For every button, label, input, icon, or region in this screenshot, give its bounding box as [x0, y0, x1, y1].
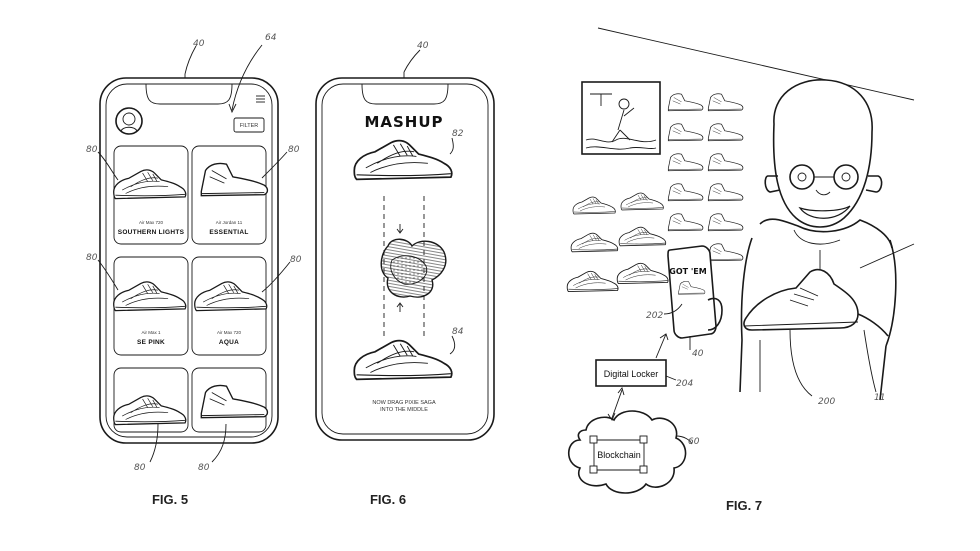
filter-leader-line	[231, 44, 263, 111]
card-leader-6	[211, 423, 227, 463]
phone-screen-text: GOT 'EM	[669, 267, 707, 276]
fig6-label: FIG. 6	[370, 492, 406, 507]
avatar[interactable]	[115, 107, 143, 135]
locker-blockchain-arrow	[607, 387, 625, 421]
card-2-model: Air Jordan 11	[216, 220, 243, 225]
card-ref-4: 80	[290, 255, 302, 265]
wall-line-right	[859, 243, 915, 269]
card-3-name: SE PINK	[137, 339, 165, 346]
product-card-1[interactable]: Air Max 720 SOUTHERN LIGHTS	[113, 145, 189, 245]
held-shoe-leader	[789, 329, 813, 397]
card-ref-1: 80	[86, 145, 98, 155]
held-shoe-ref: 200	[818, 397, 835, 407]
shoe-top-leader	[449, 137, 454, 155]
smartphone-fig7[interactable]: GOT 'EM	[667, 245, 717, 339]
fig5-label: FIG. 5	[152, 492, 188, 507]
hand-holding-phone	[707, 297, 723, 331]
mashup-caption-line1: NOW DRAG PIXIE SAGA	[372, 400, 436, 406]
digital-locker-label: Digital Locker	[604, 369, 659, 379]
filter-leader-arrow	[228, 103, 237, 114]
card-1-model: Air Max 720	[139, 220, 164, 225]
sneaker-wall	[566, 93, 744, 293]
mashup-title: MASHUP	[364, 113, 443, 131]
filter-button[interactable]: FILTER	[233, 117, 265, 133]
card-1-name: SOUTHERN LIGHTS	[118, 229, 185, 236]
phone-to-locker-arrow	[655, 333, 667, 359]
fig5-device-ref: 40	[193, 39, 205, 49]
card-leader-5	[149, 423, 159, 463]
card-4-name: AQUA	[219, 339, 239, 346]
card-leader-1	[97, 151, 119, 181]
card-leader-3	[97, 259, 119, 291]
fig5-phone	[99, 45, 279, 444]
shoe-bottom-ref: 84	[452, 327, 464, 337]
card-4-model: Air Max 720	[217, 330, 242, 335]
filter-ref: 64	[265, 33, 277, 43]
phone-to-locker-arrowhead	[659, 333, 669, 341]
product-card-6[interactable]	[191, 367, 269, 433]
filter-button-label: FILTER	[240, 123, 259, 129]
product-card-2[interactable]: Air Jordan 11 ESSENTIAL	[191, 145, 269, 245]
arrow-up-icon	[396, 302, 404, 312]
mashup-caption-line2: INTO THE MIDDLE	[380, 407, 428, 413]
mashup-blend-shape[interactable]	[380, 238, 447, 298]
blockchain-label: Blockchain	[597, 450, 641, 460]
menu-icon[interactable]	[256, 95, 265, 103]
locker-leader	[665, 375, 677, 381]
card-ref-2: 80	[288, 145, 300, 155]
locker-ref: 204	[676, 379, 693, 389]
shoe-top-ref: 82	[452, 129, 464, 139]
product-card-4[interactable]: Air Max 720 AQUA	[191, 256, 268, 356]
arrow-down-icon	[396, 224, 404, 234]
screen-leader	[663, 303, 683, 315]
blockchain-cloud: Blockchain	[567, 410, 687, 494]
card-leader-2	[261, 151, 288, 179]
product-card-5[interactable]	[113, 367, 189, 433]
wall-poster	[581, 81, 661, 155]
fig6-phone	[315, 49, 495, 441]
phone-ref: 40	[692, 349, 704, 359]
card-ref-3: 80	[86, 253, 98, 263]
person-leader	[863, 329, 877, 393]
blockchain-ref: 60	[688, 437, 700, 447]
blockchain-leader	[675, 435, 693, 445]
wall-line-top	[597, 27, 915, 101]
mashup-shoe-top[interactable]	[353, 139, 453, 181]
card-ref-6: 80	[198, 463, 210, 473]
card-ref-5: 80	[134, 463, 146, 473]
mashup-shoe-bottom[interactable]	[353, 339, 453, 381]
screen-ref: 202	[646, 311, 663, 321]
shoe-bottom-leader	[449, 335, 456, 355]
fig6-device-ref: 40	[417, 41, 429, 51]
digital-locker-box: Digital Locker	[595, 359, 667, 387]
card-3-model: Air Max 1	[141, 330, 161, 335]
person-figure	[739, 79, 897, 401]
card-2-name: ESSENTIAL	[209, 229, 248, 236]
fig7-label: FIG. 7	[726, 498, 762, 513]
held-sneaker[interactable]	[743, 268, 889, 337]
person-ref: 11	[874, 393, 885, 403]
product-card-3[interactable]: Air Max 1 SE PINK	[113, 256, 189, 356]
card-leader-4	[261, 261, 291, 293]
